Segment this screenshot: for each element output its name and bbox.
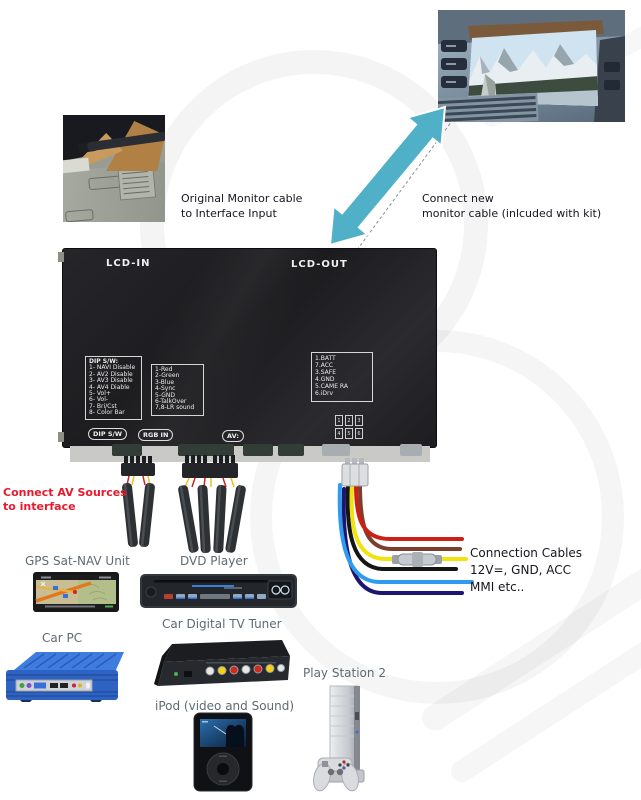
box-sheen <box>63 249 436 447</box>
mount-tab <box>58 252 64 262</box>
pin-cell: 5 <box>345 428 353 439</box>
gps-device <box>33 572 119 612</box>
carpc-label: Car PC <box>42 631 83 645</box>
dip-switch-legend: DIP S/W: 1- NAVI Disable 2- AV2 Disable … <box>85 356 142 420</box>
tuner-device <box>154 640 290 686</box>
power-pin: 1.BATT <box>315 355 336 362</box>
note-line: monitor cable (inlcuded with kit) <box>422 206 602 220</box>
connector-nub <box>322 444 350 456</box>
power-pin: 3.SAFE <box>315 369 336 376</box>
double-arrow <box>328 105 453 250</box>
interface-box-photo: LCD-IN LCD-OUT DIP S/W: 1- NAVI Disable … <box>62 248 437 448</box>
rgb-port-label: RGB IN <box>138 429 174 441</box>
dip-item: 6- Vol- <box>89 396 109 404</box>
power-pinout-legend: 1.BATT 7.ACC 3.SAFE 4.GND 5.CAME RA 6.iD… <box>311 352 373 402</box>
rgb-pin: 6-TalkOver <box>155 398 187 406</box>
photo-dashboard-monitor <box>438 10 625 122</box>
pin-cell: 6 <box>355 428 363 439</box>
note-line: to interface <box>3 500 76 513</box>
av-port-label: AV: <box>222 430 244 442</box>
note-line: Connect new <box>422 192 494 205</box>
dip-item: 8- Color Bar <box>89 409 125 417</box>
power-harness <box>337 458 474 595</box>
carpc-device <box>6 652 124 702</box>
note-line: Connect AV Sources <box>3 486 127 499</box>
power-pin: 6.iDrv <box>315 390 334 397</box>
photo-original-cable <box>63 115 165 222</box>
gps-label: GPS Sat-NAV Unit <box>25 554 130 568</box>
dip-title: DIP S/W: <box>89 358 119 365</box>
pin-cell: 4 <box>335 428 343 439</box>
dip-item: 3- AV3 Disable <box>89 377 133 385</box>
note-line: to Interface Input <box>181 206 277 220</box>
ps2-label: Play Station 2 <box>303 666 386 680</box>
pin-number-grid: 1 2 3 4 5 6 <box>335 415 363 439</box>
ipod-device <box>193 712 253 792</box>
tuner-label: Car Digital TV Tuner <box>162 617 282 631</box>
note-line: 12V=, GND, ACC <box>470 563 572 577</box>
note-line: Original Monitor cable <box>181 192 303 205</box>
dip-port-label: DIP S/W <box>88 428 128 440</box>
connector-nub <box>243 444 273 456</box>
rgb-pinout-legend: 1-Red 2-Green 3-Blue 4-Sync 5-GND 6-Talk… <box>151 364 204 416</box>
dvd-device <box>140 574 297 608</box>
rgb-pin: 1-Red <box>155 366 173 373</box>
panel-label-outline <box>88 175 122 191</box>
note-new-monitor: Connect new monitor cable (inlcuded with… <box>422 192 601 221</box>
power-pin: 4.GND <box>315 376 335 383</box>
dvd-label: DVD Player <box>180 554 248 568</box>
rgb-pin: 5-GND <box>155 391 175 399</box>
ipod-label: iPod (video and Sound) <box>155 699 295 713</box>
dip-item: 7- Bri/Cst <box>89 402 117 410</box>
box-bottom-connectors <box>70 444 430 462</box>
rgb-pin: 3-Blue <box>155 378 175 386</box>
power-pin: 5.CAME RA <box>315 383 348 390</box>
dip-item: 4- AV4 Diable <box>89 383 130 391</box>
rgb-pin: 7,8-LR sound <box>155 404 195 412</box>
connector-nub <box>112 444 142 456</box>
note-av-sources: Connect AV Sources to interface <box>3 486 127 514</box>
fuse-holder <box>392 552 442 567</box>
dip-item: 5- Vol+ <box>89 390 111 398</box>
note-connection-cables: Connection Cables 12V=, GND, ACC MMI etc… <box>470 545 582 596</box>
power-pin: 7.ACC <box>315 362 334 369</box>
ps2-device <box>313 685 365 792</box>
connector-nub <box>400 444 422 456</box>
dip-item: 1- NAVI Disable <box>89 364 136 372</box>
note-original-monitor: Original Monitor cable to Interface Inpu… <box>181 192 302 221</box>
mount-tab <box>58 432 64 442</box>
note-line: Connection Cables <box>470 546 583 560</box>
rgb-pin: 4-Sync <box>155 385 176 393</box>
connector-nub <box>178 444 234 456</box>
av-connector-cables <box>121 455 246 554</box>
note-line: MMI etc.. <box>470 580 525 594</box>
connector-nub <box>278 444 304 456</box>
pin-cell: 2 <box>345 415 353 426</box>
rgb-pin: 2-Green <box>155 372 180 380</box>
lcd-in-label: LCD-IN <box>106 258 151 269</box>
pin-cell: 3 <box>355 415 363 426</box>
pin-cell: 1 <box>335 415 343 426</box>
dip-item: 2- AV2 Disable <box>89 370 133 378</box>
lcd-out-label: LCD-OUT <box>291 259 348 270</box>
dashboard-scene <box>438 10 625 122</box>
watermark-band <box>447 616 641 787</box>
panel-label-outline <box>64 208 94 222</box>
